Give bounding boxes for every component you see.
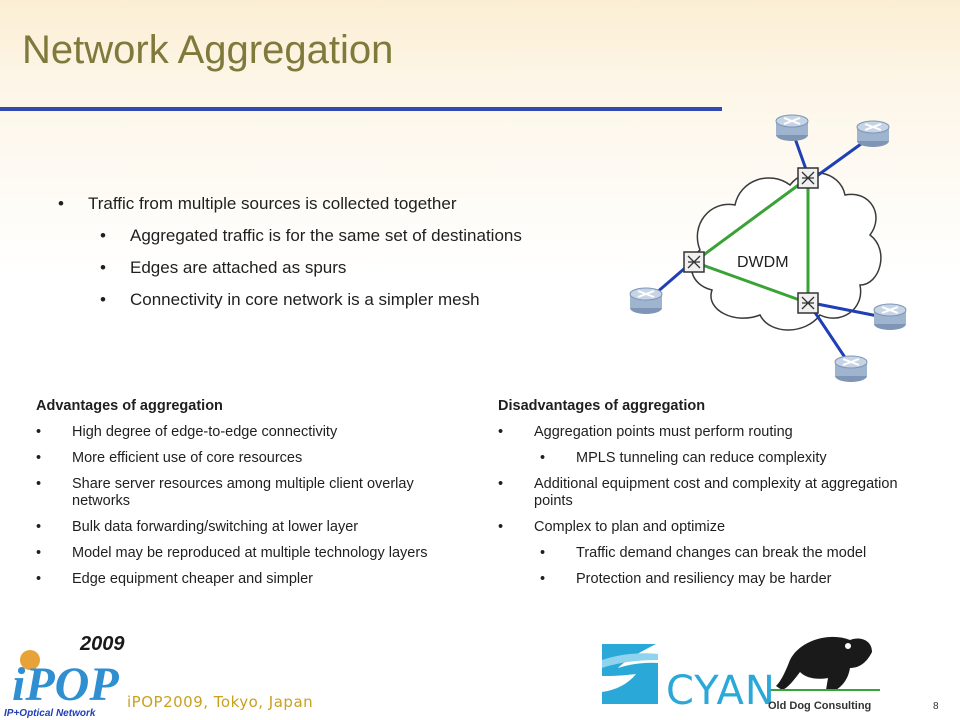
sub-list-item-text: Traffic demand changes can break the mod…	[576, 545, 867, 561]
sub-bullet-text: Aggregated traffic is for the same set o…	[130, 226, 522, 245]
list-item-text: Share server resources among multiple cl…	[72, 476, 414, 509]
slide-title: Network Aggregation	[22, 28, 394, 72]
cloud-icon	[690, 171, 882, 331]
svg-text:iPOP: iPOP	[12, 658, 119, 711]
main-bullet-text: Traffic from multiple sources is collect…	[88, 194, 457, 213]
sub-bullet: •Aggregated traffic is for the same set …	[100, 226, 522, 245]
list-item-text: More efficient use of core resources	[72, 450, 303, 466]
advantages-heading: Advantages of aggregation	[36, 398, 223, 414]
sub-list-item: •Traffic demand changes can break the mo…	[540, 545, 867, 561]
svg-text:2009: 2009	[79, 633, 125, 655]
list-item-text: Additional equipment cost and complexity…	[534, 476, 898, 509]
old-dog-logo	[770, 636, 880, 691]
sub-list-item: •Protection and resiliency may be harder	[540, 571, 832, 587]
optical-switch-icon	[797, 167, 819, 189]
advantages-column: Advantages of aggregation •High degree o…	[36, 398, 456, 597]
ipop-logo: iPOP 2009 IP+Optical Network	[4, 633, 125, 719]
sub-bullet: •Edges are attached as spurs	[100, 258, 347, 277]
optical-switch-icon	[797, 292, 819, 314]
list-item: •Share server resources among multiple c…	[36, 476, 414, 509]
sub-bullet: •Connectivity in core network is a simpl…	[100, 290, 480, 309]
sub-list-item: •MPLS tunneling can reduce complexity	[540, 450, 827, 466]
dwdm-label: DWDM	[737, 254, 789, 271]
list-item: •Edge equipment cheaper and simpler	[36, 571, 314, 587]
list-item-text: High degree of edge-to-edge connectivity	[72, 424, 338, 440]
disadvantages-column: Disadvantages of aggregation •Aggregatio…	[498, 398, 918, 597]
list-item: •Model may be reproduced at multiple tec…	[36, 545, 428, 561]
page-number: 8	[933, 701, 939, 712]
list-item: •Bulk data forwarding/switching at lower…	[36, 519, 359, 535]
router-icon	[834, 355, 868, 383]
main-bullet: •Traffic from multiple sources is collec…	[58, 194, 457, 213]
list-item-text: Bulk data forwarding/switching at lower …	[72, 519, 359, 535]
cyan-logo-text: CYAN	[666, 668, 776, 714]
old-dog-label: Old Dog Consulting	[768, 700, 872, 712]
sub-bullet-text: Connectivity in core network is a simple…	[130, 290, 480, 309]
list-item: •More efficient use of core resources	[36, 450, 303, 466]
router-icon	[856, 120, 890, 148]
router-icon	[629, 287, 663, 315]
core-links	[693, 176, 810, 305]
list-item-text: Complex to plan and optimize	[534, 519, 726, 535]
sub-bullet-text: Edges are attached as spurs	[130, 258, 347, 277]
router-icon	[775, 114, 809, 142]
optical-switch-icon	[683, 251, 705, 273]
router-icon	[873, 303, 907, 331]
cyan-logo	[602, 644, 658, 704]
list-item-text: Edge equipment cheaper and simpler	[72, 571, 314, 587]
sub-list-item-text: Protection and resiliency may be harder	[576, 571, 832, 587]
list-item-text: Model may be reproduced at multiple tech…	[72, 545, 428, 561]
title-underline	[0, 107, 722, 111]
disadvantages-heading: Disadvantages of aggregation	[498, 398, 706, 414]
list-item: •High degree of edge-to-edge connectivit…	[36, 424, 338, 440]
svg-text:IP+Optical Network: IP+Optical Network	[4, 708, 96, 719]
list-item: •Aggregation points must perform routing	[498, 424, 793, 440]
list-item: •Complex to plan and optimize	[498, 519, 726, 535]
list-item-text: Aggregation points must perform routing	[534, 424, 793, 440]
footer-event: iPOP2009, Tokyo, Japan	[127, 693, 314, 711]
list-item: •Additional equipment cost and complexit…	[498, 476, 898, 509]
sub-list-item-text: MPLS tunneling can reduce complexity	[576, 450, 827, 466]
